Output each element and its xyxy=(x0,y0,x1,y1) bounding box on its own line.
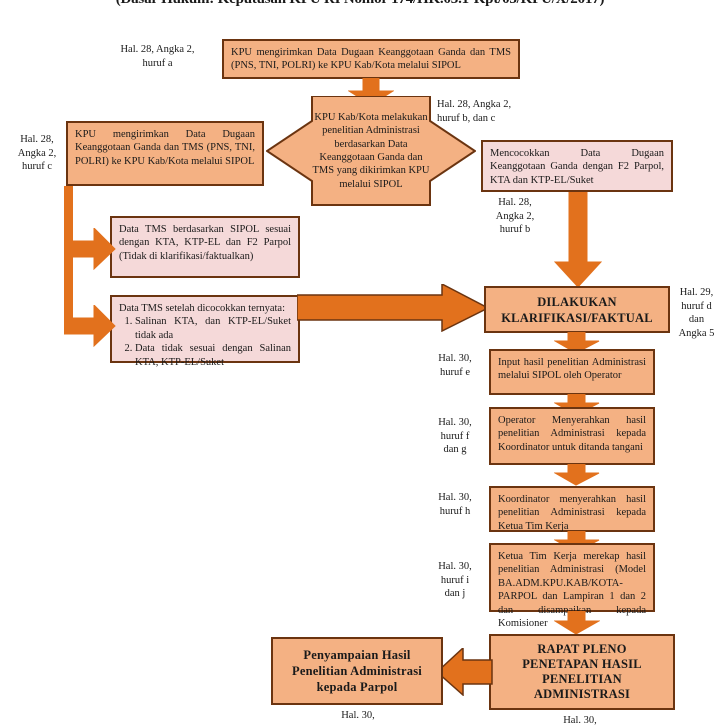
label-line: Hal. 28, Angka 2, xyxy=(437,99,512,110)
label-hal30-huruf-h: Hal. 30, huruf h xyxy=(425,491,485,518)
arrow-down-mencocokkan-to-klarifikasi xyxy=(554,192,602,288)
label-bottom-right-hal30: Hal. 30, xyxy=(525,714,635,728)
label-line: huruf i xyxy=(440,574,470,586)
label-line: huruf b, dan c xyxy=(437,112,496,124)
box-dilakukan-klarifikasi: DILAKUKAN KLARIFIKASI/FAKTUAL xyxy=(484,286,670,333)
label-line: dan g xyxy=(443,444,467,456)
label-line: huruf a xyxy=(142,57,173,69)
box-kpu-kab-kota: KPU Kab/Kota melakukan penelitian Admini… xyxy=(312,97,430,205)
box-dilakukan-line2: KLARIFIKASI/FAKTUAL xyxy=(501,310,653,325)
list-item: Data tidak sesuai dengan Salinan KTA, KT… xyxy=(135,342,291,369)
label-line: Hal. 30, xyxy=(438,492,472,503)
box-kpu-mengirimkan-left: KPU mengirimkan Data Dugaan Keanggotaan … xyxy=(66,121,264,186)
label-line: Hal. 28, xyxy=(498,197,532,208)
label-hal28-huruf-b: Hal. 28, Angka 2, huruf b xyxy=(481,196,549,237)
arrow-right-to-klarifikasi xyxy=(297,284,489,332)
label-line: Hal. 30, xyxy=(438,417,472,428)
label-line: huruf c xyxy=(21,161,53,173)
list-item: Salinan KTA, dan KTP-EL/Suket tidak ada xyxy=(135,315,291,342)
label-line: huruf f xyxy=(440,430,470,442)
label-line: Hal. 30, xyxy=(438,353,472,364)
box-penyampaian-line3: kepada Parpol xyxy=(316,680,398,695)
arrow-right-to-tms-sipol xyxy=(64,228,116,270)
box-input-hasil: Input hasil penelitian Administrasi mela… xyxy=(489,349,655,395)
label-line: huruf d xyxy=(681,300,712,312)
chevron-kpu-kab-kota-shape xyxy=(266,96,476,206)
label-hal29-huruf-d: Hal. 29, huruf d dan Angka 5 xyxy=(673,286,720,341)
box-penyampaian-hasil: Penyampaian Hasil Penelitian Administras… xyxy=(271,637,443,705)
box-data-tms-sipol: Data TMS berdasarkan SIPOL sesuai dengan… xyxy=(110,216,300,278)
page-title: (Dasar Hukum: Keputusan KPU RI Nomor 174… xyxy=(0,0,720,8)
label-hal30-huruf-f-g: Hal. 30, huruf f dan g xyxy=(425,416,485,457)
label-hal28-huruf-b-c: Hal. 28, Angka 2, huruf b, dan c xyxy=(437,98,557,125)
label-line: Hal. 29, xyxy=(679,287,714,298)
label-line: Hal. 30, xyxy=(438,561,472,572)
label-line: Angka 2, xyxy=(495,210,535,222)
label-hal28-huruf-c: Hal. 28, Angka 2, huruf c xyxy=(6,133,68,174)
box-ketua-tim-kerja: Ketua Tim Kerja merekap hasil penelitian… xyxy=(489,543,655,629)
box-data-tms-dicocokkan-head: Data TMS setelah dicocokkan ternyata: xyxy=(119,303,286,314)
arrow-down-ketua-to-rapat xyxy=(554,611,600,635)
box-rapat-line2: PENETAPAN HASIL xyxy=(522,656,642,671)
box-kpu-mengirimkan-top: KPU mengirimkan Data Dugaan Keanggotaan … xyxy=(222,39,520,79)
label-line: Hal. 28, Angka 2, xyxy=(120,44,195,55)
box-rapat-pleno: RAPAT PLENO PENETAPAN HASIL PENELITIAN A… xyxy=(489,634,675,710)
label-line: Angka 5 xyxy=(678,327,715,339)
label-line: Hal. 30, xyxy=(563,715,597,726)
box-data-tms-dicocokkan: Data TMS setelah dicocokkan ternyata: Sa… xyxy=(110,295,300,368)
label-line: dan xyxy=(688,314,705,326)
arrow-down-operator-to-koordinator xyxy=(554,464,600,486)
box-dilakukan-line1: DILAKUKAN xyxy=(537,294,617,309)
box-operator-menyerahkan: Operator Menyerahkan hasil penelitian Ad… xyxy=(489,407,655,465)
box-rapat-line4: ADMINISTRASI xyxy=(533,687,631,702)
label-line: huruf b xyxy=(499,224,531,236)
label-line: Hal. 28, xyxy=(20,134,54,145)
box-kpu-kab-kota-text: KPU Kab/Kota melakukan penelitian Admini… xyxy=(312,111,430,190)
label-line: Hal. 30, xyxy=(341,710,375,721)
label-line: huruf h xyxy=(439,505,471,517)
box-rapat-line1: RAPAT PLENO xyxy=(537,641,627,656)
arrow-down-klarifikasi-to-input xyxy=(554,332,600,354)
label-bottom-left-hal30: Hal. 30, xyxy=(303,709,413,723)
box-penyampaian-line2: Penelitian Administrasi xyxy=(292,663,422,678)
label-hal30-huruf-i-j: Hal. 30, huruf i dan j xyxy=(425,560,485,601)
box-data-tms-dicocokkan-list: Salinan KTA, dan KTP-EL/Suket tidak ada … xyxy=(119,315,291,369)
label-hal30-huruf-e: Hal. 30, huruf e xyxy=(425,352,485,379)
arrow-left-rapat-to-penyampaian xyxy=(437,648,493,696)
box-penyampaian-line1: Penyampaian Hasil xyxy=(303,647,411,662)
arrow-right-to-tms-dicocokkan xyxy=(64,305,116,347)
label-line: huruf e xyxy=(439,366,471,378)
label-hal28-huruf-a: Hal. 28, Angka 2, huruf a xyxy=(95,43,220,70)
box-koordinator-menyerahkan: Koordinator menyerahkan hasil penelitian… xyxy=(489,486,655,532)
label-line: Angka 2, xyxy=(17,147,57,159)
box-rapat-line3: PENELITIAN xyxy=(542,672,622,686)
label-line: dan j xyxy=(444,588,466,600)
box-mencocokkan: Mencocokkan Data Dugaan Keanggotaan Gand… xyxy=(481,140,673,192)
